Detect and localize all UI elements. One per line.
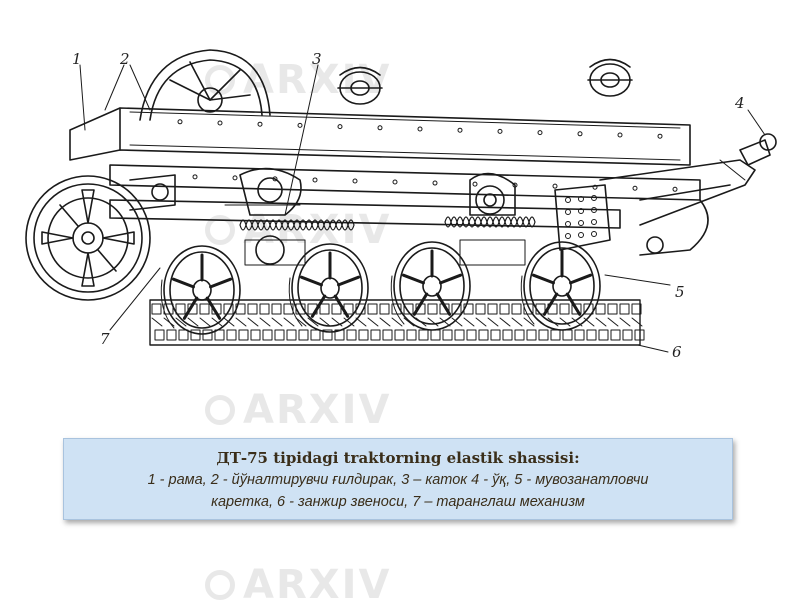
road-wheel xyxy=(160,245,241,335)
callout-2: 2 xyxy=(120,50,130,68)
callout-6: 6 xyxy=(672,343,682,361)
support-roller-top-2 xyxy=(587,58,633,97)
axle-assembly xyxy=(599,133,777,256)
callout-3: 3 xyxy=(312,50,322,68)
watermark-text: ARXIV xyxy=(243,562,392,608)
spring-front xyxy=(444,216,536,228)
callout-7: 7 xyxy=(100,330,110,348)
caption-box: ДТ-75 tipidagi traktorning elastik shass… xyxy=(63,438,733,520)
road-wheel xyxy=(390,241,471,331)
idler-wheel-upper xyxy=(139,49,271,121)
carriage-plate xyxy=(554,184,611,251)
caption-line-1: 1 - рама, 2 - йўналтирувчи ғилдирак, 3 –… xyxy=(147,472,649,488)
road-wheel xyxy=(520,241,601,331)
road-wheel xyxy=(288,243,369,333)
guide-wheel xyxy=(25,175,151,301)
watermark: ARXIV xyxy=(205,555,395,615)
caption-line-2: каретка, 6 - занжир звеноси, 7 – тарангл… xyxy=(211,494,585,510)
callout-5: 5 xyxy=(675,283,685,301)
frame-beam xyxy=(69,107,701,229)
caption-title: ДТ-75 tipidagi traktorning elastik shass… xyxy=(216,449,580,467)
spring-rear xyxy=(239,219,355,231)
tension-mechanism xyxy=(129,167,302,216)
chassis-diagram xyxy=(25,49,777,353)
support-roller-top-1 xyxy=(337,66,383,105)
callout-leaders xyxy=(79,64,766,353)
watermark-ring-icon xyxy=(205,570,235,600)
callout-1: 1 xyxy=(72,50,82,68)
callout-4: 4 xyxy=(735,94,745,112)
slide: ARXIV ARXIV ARXIV ARXIV xyxy=(25,49,777,608)
bogie-hub-rear xyxy=(244,235,306,266)
